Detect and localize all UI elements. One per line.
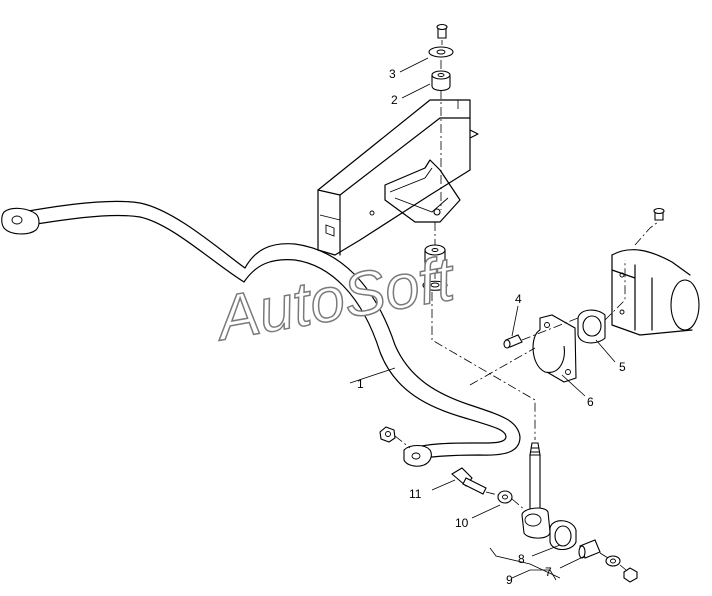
callout-4: 4 — [515, 292, 522, 306]
callout-labels: 3 2 4 5 6 1 11 10 8 7 9 — [357, 67, 626, 587]
callout-3: 3 — [389, 67, 396, 81]
frame-bracket — [317, 99, 479, 256]
upper-fastener-stack — [428, 23, 454, 92]
stabilizer-bar — [1, 200, 521, 467]
axle-housing — [611, 207, 700, 336]
watermark: AutoSoft — [209, 244, 462, 354]
callout-8: 8 — [518, 552, 525, 566]
callout-9: 9 — [506, 573, 513, 587]
assembly-centerlines — [394, 40, 659, 571]
callout-10: 10 — [455, 516, 469, 530]
bracket-lower-bushing — [422, 244, 448, 291]
leader-lines — [349, 57, 616, 581]
callout-6: 6 — [587, 395, 594, 409]
callout-7: 7 — [545, 565, 552, 579]
callout-2: 2 — [391, 93, 398, 107]
callout-1: 1 — [357, 377, 364, 391]
callout-11: 11 — [409, 487, 422, 501]
link-assembly — [379, 426, 638, 583]
clamp-assembly — [503, 309, 606, 383]
callout-5: 5 — [619, 360, 626, 374]
